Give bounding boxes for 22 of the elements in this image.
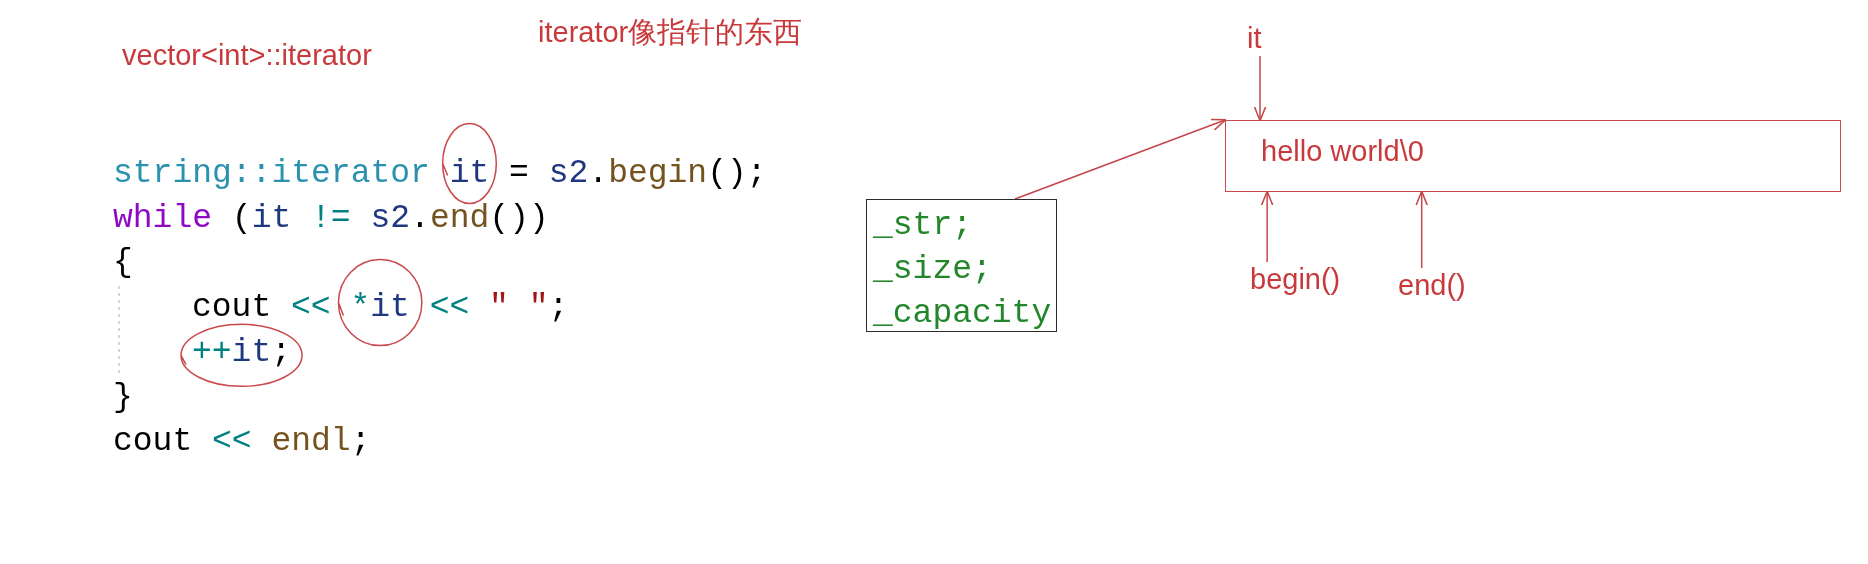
string-text: hello world\0	[1261, 134, 1424, 169]
code-line: }	[113, 379, 133, 416]
member-text: _str;	[873, 206, 973, 246]
member-text: _size;	[873, 250, 992, 290]
pointer-label: begin()	[1250, 262, 1341, 297]
code-line: {	[113, 245, 133, 282]
annotation-text: iterator像指针的东西	[538, 14, 803, 50]
memory-box	[1225, 120, 1841, 192]
arrow	[1260, 190, 1274, 263]
pointer-label: it	[1247, 21, 1262, 56]
code-line: while (it != s2.end())	[113, 200, 549, 237]
code-line: string::iterator it = s2.begin();	[113, 156, 767, 192]
code-line: cout << *it << " ";	[192, 290, 569, 327]
annotation-text: vector<int>::iterator	[122, 37, 372, 73]
member-text: _capacity	[873, 294, 1052, 334]
code-line: ++it;	[192, 334, 292, 371]
arrow	[1253, 55, 1267, 122]
arrow	[1014, 118, 1227, 200]
struct-box	[866, 199, 1057, 332]
arrow	[1415, 190, 1429, 269]
pointer-label: end()	[1398, 268, 1466, 303]
code-line: cout << endl;	[113, 424, 371, 461]
